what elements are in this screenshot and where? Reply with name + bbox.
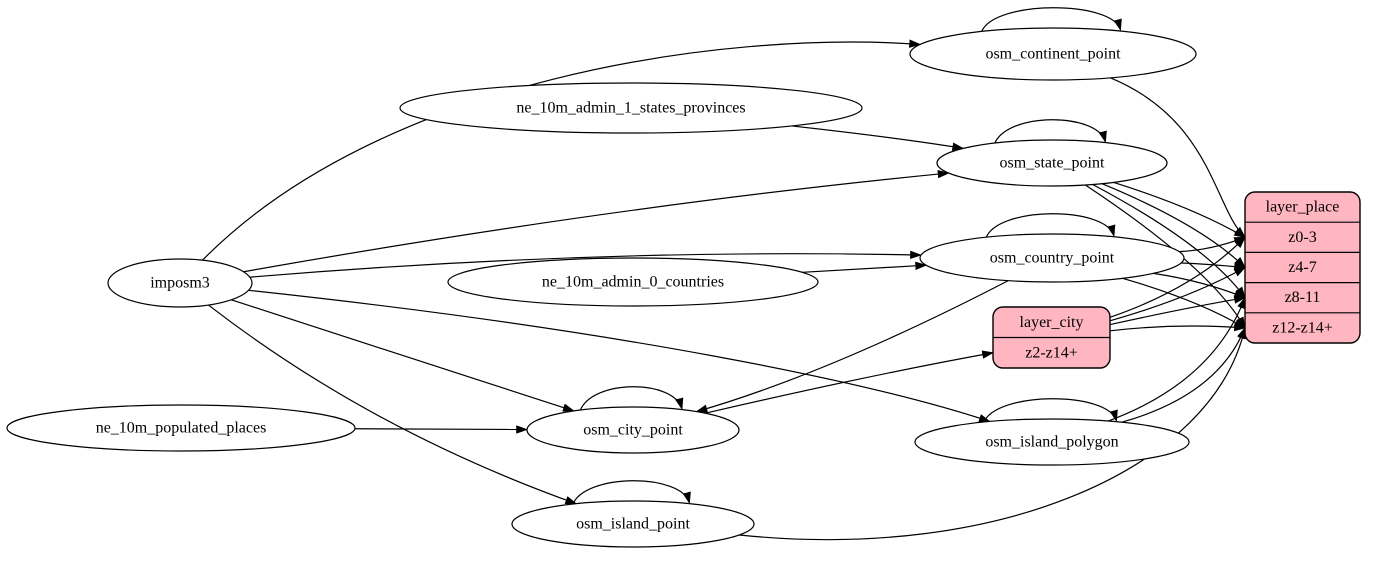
edge-layer_city-to-layer_place-row2 bbox=[1109, 266, 1247, 322]
node-shape-osm_state_point bbox=[936, 139, 1168, 187]
edge-layer_city-to-layer_place-row4 bbox=[1109, 322, 1247, 332]
node-label-osm_continent_point: osm_continent_point bbox=[985, 46, 1121, 63]
edge-osm_state_point-to-layer_place-row2 bbox=[1101, 183, 1246, 269]
node-shape-osm_continent_point bbox=[909, 27, 1197, 81]
nodes-layer: imposm3 ne_10m_populated_places ne_10m_adm… bbox=[6, 27, 1361, 548]
edge-osm_island_polygon-to-layer_place-row4 bbox=[1121, 326, 1246, 423]
node-shape-osm_island_point bbox=[511, 500, 755, 548]
edge-osm_continent_point-to-layer_place-row1 bbox=[1110, 77, 1246, 239]
self-loop-osm_continent_point bbox=[980, 7, 1122, 33]
node-shape-osm_city_point bbox=[526, 406, 740, 454]
node-shape-ne_10m_admin_1_states_provinces bbox=[399, 82, 863, 134]
edge-imposm3-to-osm_state_point bbox=[243, 169, 950, 273]
record-row-layer_city-0: layer_city bbox=[1020, 314, 1084, 331]
node-ne_10m_admin_0_countries: ne_10m_admin_0_countries bbox=[447, 257, 819, 307]
edge-osm_country_point-to-layer_place-row2 bbox=[1181, 262, 1247, 271]
node-label-ne_10m_admin_1_states_provinces: ne_10m_admin_1_states_provinces bbox=[516, 100, 745, 117]
node-label-ne_10m_populated_places: ne_10m_populated_places bbox=[96, 420, 267, 437]
node-shape-osm_country_point bbox=[919, 233, 1185, 283]
edge-osm_country_point-to-layer_place-row3 bbox=[1153, 272, 1247, 299]
edge-osm_country_point-to-osm_city_point bbox=[695, 280, 1009, 413]
edge-imposm3-to-osm_island_polygon bbox=[248, 289, 991, 423]
node-shape-osm_island_polygon bbox=[914, 418, 1190, 466]
record-row-layer_place-3: z8-11 bbox=[1285, 289, 1321, 306]
self-loop-osm_state_point bbox=[993, 119, 1107, 145]
node-osm_island_polygon: osm_island_polygon bbox=[914, 418, 1190, 466]
node-label-osm_island_polygon: osm_island_polygon bbox=[985, 434, 1118, 451]
node-layer_place: layer_place z0-3 z4-7 z8-11 z12-z14+ bbox=[1244, 191, 1361, 344]
edge-ne_10m_populated_places-to-osm_city_point bbox=[354, 425, 529, 434]
edge-osm_state_point-to-layer_place-row3 bbox=[1092, 183, 1246, 299]
edge-osm_state_point-to-layer_place-row1 bbox=[1113, 181, 1247, 238]
node-label-osm_state_point: osm_state_point bbox=[1000, 155, 1105, 172]
edge-imposm3-to-osm_country_point bbox=[249, 250, 923, 278]
self-loop-osm_island_point bbox=[571, 480, 691, 506]
node-label-osm_island_point: osm_island_point bbox=[576, 516, 690, 533]
edge-imposm3-to-osm_island_point bbox=[208, 304, 578, 505]
node-osm_country_point: osm_country_point bbox=[919, 233, 1185, 283]
edge-ne_10m_admin_1_states_provinces-to-osm_state_point bbox=[791, 125, 965, 151]
node-label-osm_city_point: osm_city_point bbox=[583, 422, 683, 439]
edges-layer bbox=[202, 7, 1247, 541]
edge-imposm3-to-osm_continent_point bbox=[202, 39, 922, 261]
self-loop-osm_country_point bbox=[985, 213, 1116, 239]
record-row-layer_place-1: z0-3 bbox=[1288, 229, 1316, 246]
edge-osm_state_point-to-layer_place-row4 bbox=[1084, 184, 1246, 329]
edge-imposm3-to-osm_city_point bbox=[231, 299, 575, 412]
node-ne_10m_admin_1_states_provinces: ne_10m_admin_1_states_provinces bbox=[399, 82, 863, 134]
node-label-osm_country_point: osm_country_point bbox=[990, 250, 1115, 267]
node-osm_state_point: osm_state_point bbox=[936, 139, 1168, 187]
record-row-layer_place-2: z4-7 bbox=[1288, 259, 1316, 276]
edge-osm_island_point-to-layer_place-row4 bbox=[739, 326, 1247, 541]
edge-layer_city-to-layer_place-row1 bbox=[1109, 236, 1246, 318]
record-row-layer_place-0: layer_place bbox=[1266, 199, 1340, 216]
node-layer_city: layer_city z2-z14+ bbox=[992, 306, 1111, 369]
edge-osm_city_point-to-layer_city-row1 bbox=[705, 350, 995, 414]
edge-ne_10m_admin_0_countries-to-osm_country_point bbox=[802, 261, 928, 273]
node-label-imposm3: imposm3 bbox=[150, 275, 210, 292]
record-shape-layer_place bbox=[1244, 191, 1361, 344]
node-osm_island_point: osm_island_point bbox=[511, 500, 755, 548]
self-loop-osm_island_polygon bbox=[982, 398, 1118, 424]
node-osm_city_point: osm_city_point bbox=[526, 406, 740, 454]
node-imposm3: imposm3 bbox=[107, 258, 253, 308]
edge-layer_city-to-layer_place-row3 bbox=[1109, 295, 1247, 326]
record-row-layer_place-4: z12-z14+ bbox=[1272, 319, 1333, 336]
edge-osm_island_polygon-to-layer_place-row3 bbox=[1108, 296, 1246, 422]
edge-osm_country_point-to-layer_place-row4 bbox=[1122, 277, 1247, 329]
node-ne_10m_populated_places: ne_10m_populated_places bbox=[6, 404, 356, 452]
record-row-layer_city-1: z2-z14+ bbox=[1025, 344, 1078, 361]
node-label-ne_10m_admin_0_countries: ne_10m_admin_0_countries bbox=[542, 274, 724, 291]
node-osm_continent_point: osm_continent_point bbox=[909, 27, 1197, 81]
node-shape-imposm3 bbox=[107, 258, 253, 308]
node-shape-ne_10m_admin_0_countries bbox=[447, 257, 819, 307]
node-shape-ne_10m_populated_places bbox=[6, 404, 356, 452]
self-loop-osm_city_point bbox=[579, 386, 684, 412]
